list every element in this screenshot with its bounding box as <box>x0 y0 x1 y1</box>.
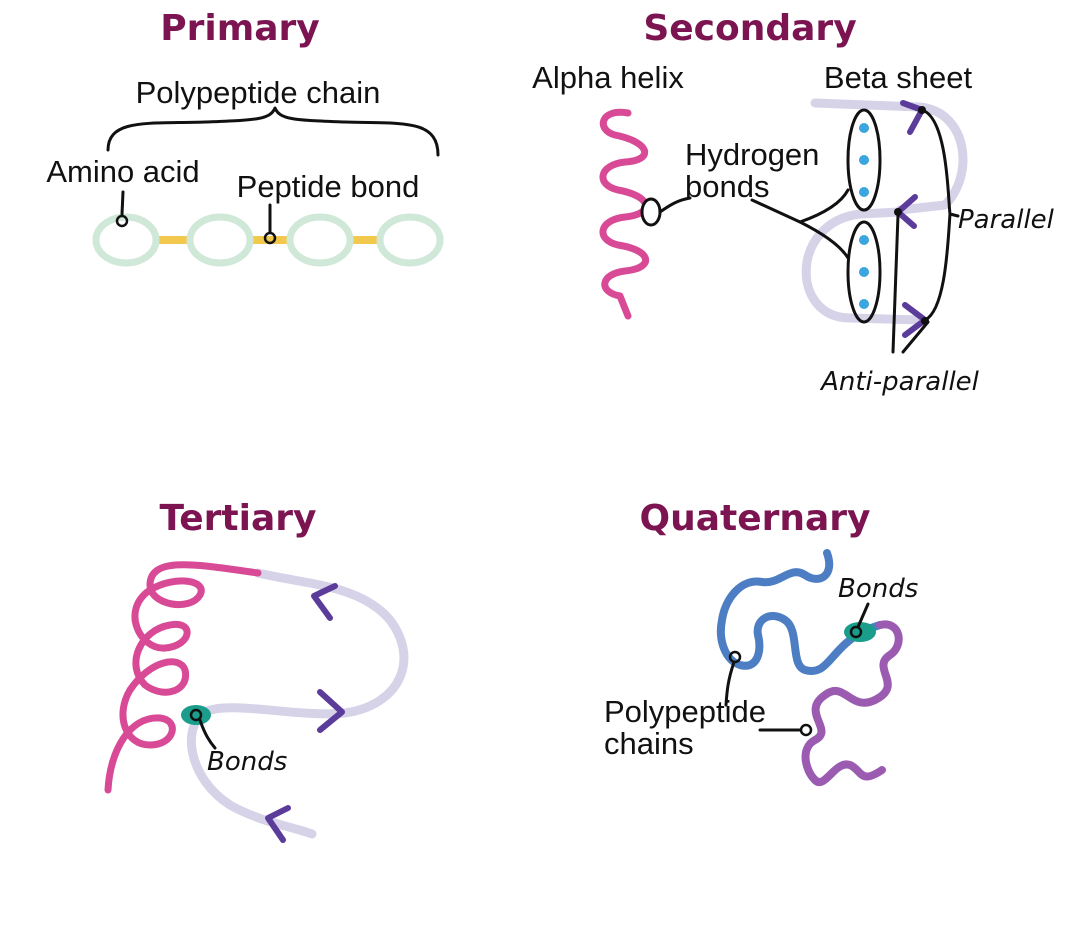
tertiary-bonds-label: Bonds <box>207 747 287 777</box>
tertiary-bond-pointer <box>198 718 217 750</box>
parallel-point-top <box>918 106 926 114</box>
primary-title: Primary <box>160 8 320 49</box>
hydrogen-dot <box>859 155 869 165</box>
peptide-bond-label: Peptide bond <box>237 169 420 204</box>
tertiary-arrow-middle <box>317 689 345 733</box>
beta-strand-top <box>810 98 968 215</box>
primary-panel: Primary Polypeptide chain Amino acid Pep… <box>46 8 444 267</box>
quaternary-panel: Quaternary Bonds Polypeptide chains <box>604 498 918 787</box>
hydrogen-bonds-label-line1: Hydrogen <box>685 137 819 172</box>
tertiary-arrow-top <box>311 583 338 621</box>
secondary-title: Secondary <box>643 8 856 49</box>
amino-acid-label: Amino acid <box>46 154 199 189</box>
hydrogen-bonds-label-line2: bonds <box>685 169 769 204</box>
polypeptide-chains-label-line1: Polypeptide <box>604 694 766 729</box>
tertiary-bond <box>181 705 211 725</box>
alpha-helix <box>599 108 649 320</box>
polypeptide-chain-blue <box>717 549 884 676</box>
anti-parallel-pointers <box>891 213 930 354</box>
tertiary-strand <box>186 568 409 839</box>
polypeptide-chain-purple <box>801 620 903 787</box>
amino-acid-3 <box>286 213 354 267</box>
hydrogen-dot <box>859 235 869 245</box>
hydrogen-dot <box>859 267 869 277</box>
quaternary-title: Quaternary <box>639 498 870 539</box>
amino-acid-pointer-dot <box>115 214 129 228</box>
beta-strand-middle <box>801 207 925 325</box>
quaternary-bond-pointer-dot <box>849 625 863 639</box>
chain-purple-pointer-dot <box>799 723 813 737</box>
chain-blue-pointer <box>724 660 736 707</box>
anti-parallel-point <box>894 208 902 216</box>
tertiary-title: Tertiary <box>159 498 316 539</box>
quaternary-bond-pointer <box>856 602 870 629</box>
hydrogen-dots <box>859 123 869 309</box>
tertiary-bond-pointer-dot <box>189 708 203 722</box>
amino-acid-2 <box>186 213 254 267</box>
tertiary-arrow-bottom <box>265 805 291 843</box>
parallel-brace <box>920 108 960 322</box>
hydrogen-dot <box>859 123 869 133</box>
beta-hydrogen-bonds-top <box>846 108 882 212</box>
quaternary-bonds-label: Bonds <box>838 574 918 604</box>
polypeptide-chain-brace <box>106 106 440 157</box>
beta-sheet-label: Beta sheet <box>824 60 973 95</box>
hydrogen-dot <box>859 299 869 309</box>
polypeptide-chains-label-line2: chains <box>604 726 694 761</box>
tertiary-panel: Tertiary Bonds <box>104 498 409 843</box>
peptide-bond-pointer-dot <box>263 231 277 245</box>
helix-hydrogen-bond <box>640 197 662 227</box>
tertiary-helix <box>104 561 262 794</box>
amino-acid-4 <box>376 213 444 267</box>
secondary-panel: Secondary Alpha helix Beta sheet Hydroge… <box>532 8 1055 397</box>
hbond-pointer-bottom <box>798 220 850 260</box>
polypeptide-chain-label: Polypeptide chain <box>136 75 381 110</box>
beta-hydrogen-bonds-bottom <box>846 220 882 324</box>
parallel-label: Parallel <box>958 205 1055 235</box>
anti-parallel-label: Anti-parallel <box>819 367 980 397</box>
helix-hbond-pointer <box>658 196 692 214</box>
hydrogen-dot <box>859 187 869 197</box>
amino-acid-pointer <box>120 190 125 216</box>
alpha-helix-label: Alpha helix <box>532 60 684 95</box>
